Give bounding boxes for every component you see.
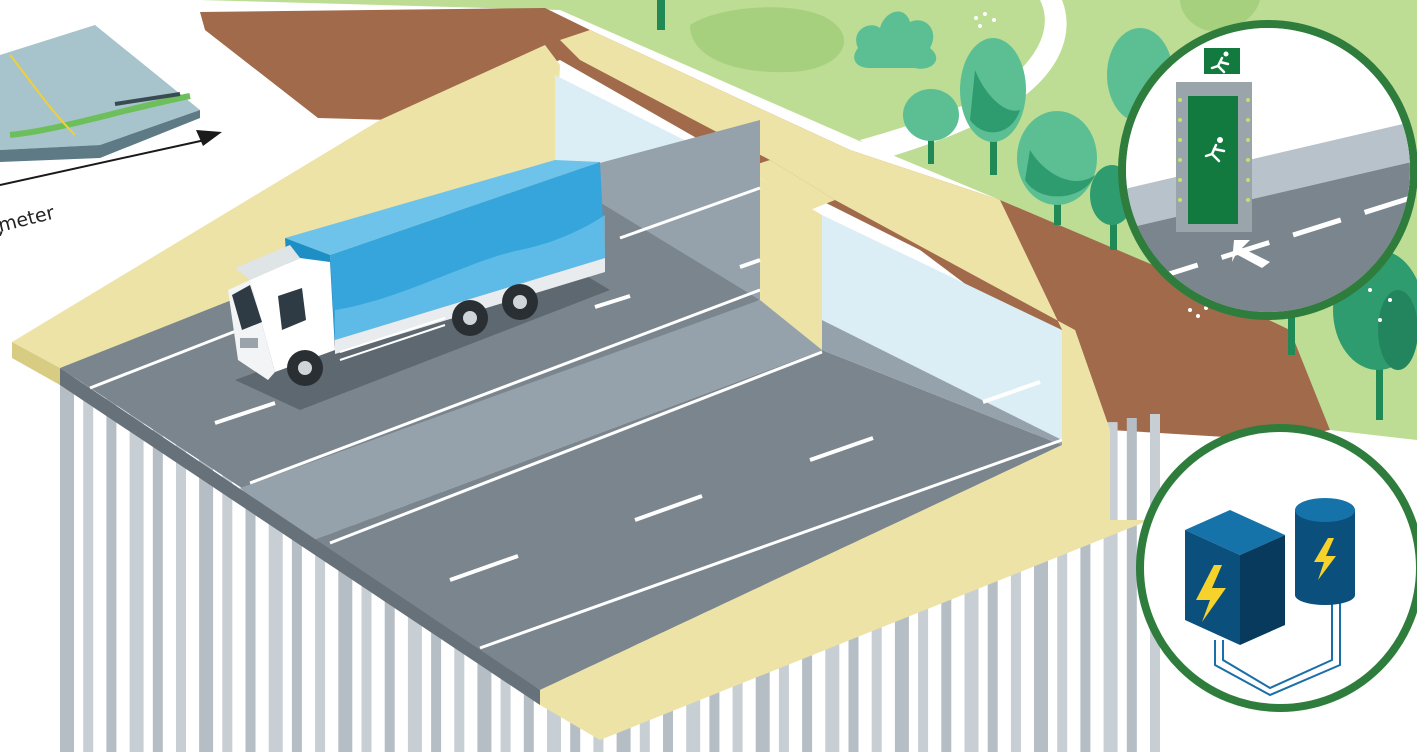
foundation-pile bbox=[130, 391, 144, 752]
emergency-exit-callout bbox=[1120, 20, 1417, 320]
foundation-pile bbox=[1127, 418, 1137, 752]
exit-door bbox=[1188, 96, 1238, 224]
arrow-head bbox=[196, 130, 222, 146]
truck-grille bbox=[240, 338, 258, 348]
scale-label: meter bbox=[0, 202, 57, 237]
power-battery bbox=[1295, 498, 1355, 605]
power-cabinet bbox=[1185, 510, 1285, 645]
power-supply-callout bbox=[1140, 428, 1417, 708]
scale-number: , bbox=[0, 217, 4, 239]
foundation-pile bbox=[106, 384, 116, 752]
foundation-pile bbox=[83, 377, 93, 752]
foundation-pile bbox=[60, 370, 74, 752]
tree bbox=[657, 0, 665, 30]
length-schematic: meter , bbox=[0, 25, 222, 239]
